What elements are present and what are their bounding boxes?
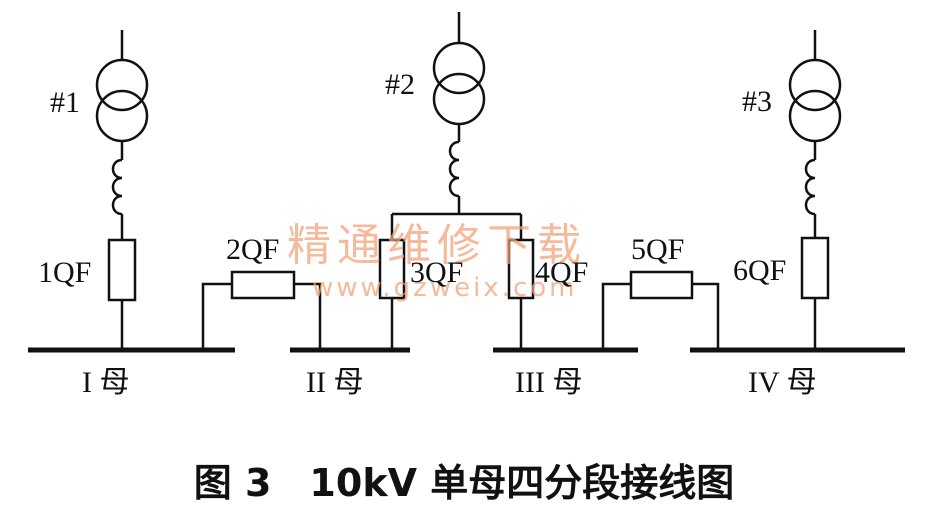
breaker-2qf-label: 2QF xyxy=(226,233,279,266)
bus-tie-5qf xyxy=(601,270,720,348)
watermark-url: www.gzweix.com xyxy=(312,273,578,303)
breaker-4qf xyxy=(507,238,535,300)
breaker-3qf xyxy=(378,238,406,300)
transformer-1-upper-winding xyxy=(95,58,149,112)
transformer-2-lower-winding xyxy=(432,72,486,126)
bus-tie-2qf xyxy=(201,270,322,348)
breaker-6qf-label: 6QF xyxy=(733,254,786,287)
transformer-3-upper-winding xyxy=(788,58,842,112)
breaker-5qf xyxy=(629,270,694,300)
transformer-3-lower-winding xyxy=(788,89,842,143)
transformer-3-branch xyxy=(788,30,842,348)
transformer-2-upper-winding xyxy=(432,41,486,95)
transformer-2-label: #2 xyxy=(385,68,415,101)
breaker-3qf-label: 3QF xyxy=(410,256,463,289)
reactor-1-coil xyxy=(111,158,123,216)
bus-ii-label: II 母 xyxy=(306,366,363,399)
bus-iv-label: IV 母 xyxy=(748,366,817,399)
breaker-4qf-label: 4QF xyxy=(535,256,588,289)
breaker-6qf xyxy=(800,236,830,300)
transformer-1-branch xyxy=(95,30,149,348)
breaker-1qf-label: 1QF xyxy=(38,256,91,289)
transformer-1-label: #1 xyxy=(50,86,80,119)
transformer-3-label: #3 xyxy=(742,85,772,118)
transformer-1-lower-winding xyxy=(95,89,149,143)
bus-i-label: I 母 xyxy=(82,366,130,399)
breaker-1qf xyxy=(107,238,137,302)
breaker-5qf-label: 5QF xyxy=(631,233,684,266)
watermark-title: 精通维修下载 xyxy=(287,220,587,271)
breaker-2qf xyxy=(230,270,296,300)
reactor-2-coil xyxy=(448,140,460,198)
transformer-2-branch xyxy=(378,12,535,348)
figure-caption: 图 3 10kV 单母四分段接线图 xyxy=(194,461,734,505)
reactor-3-coil xyxy=(804,158,816,216)
bus-iii-label: III 母 xyxy=(515,366,582,399)
